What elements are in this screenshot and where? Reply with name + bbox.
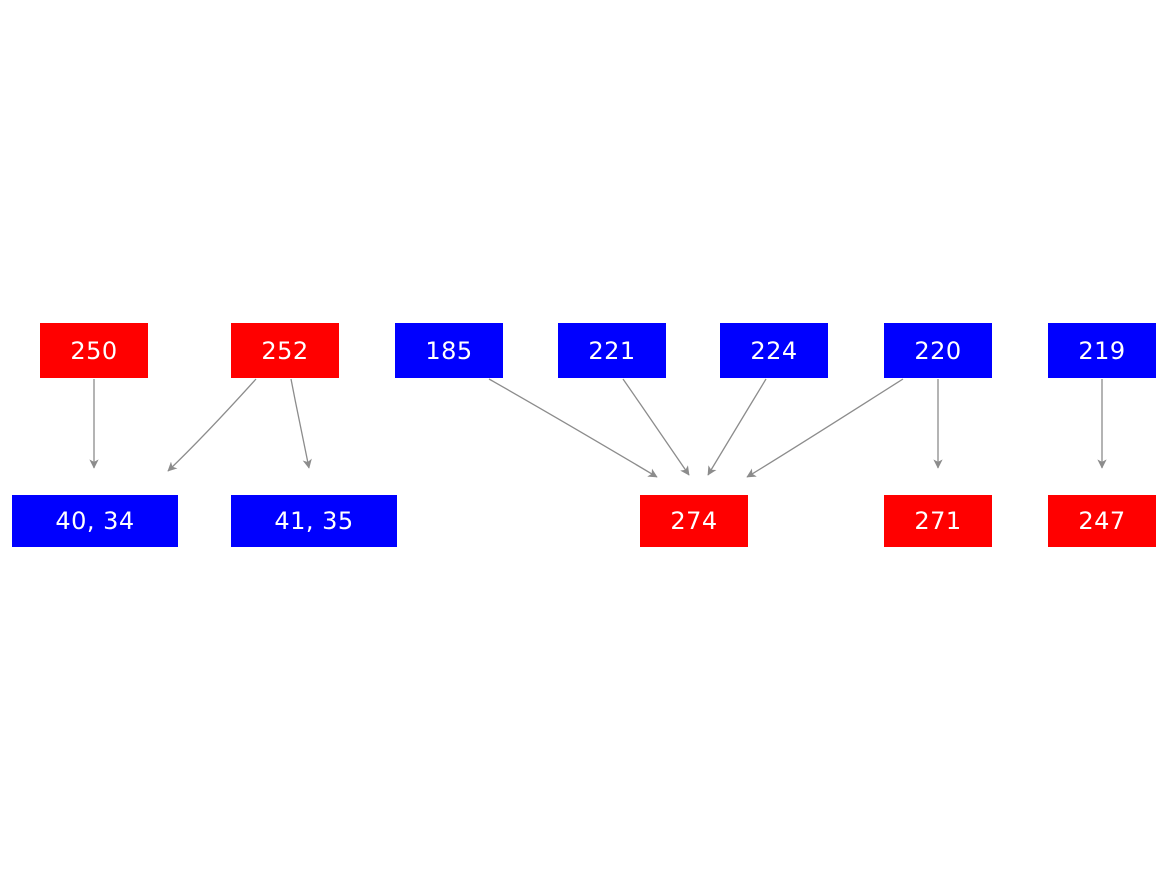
node-label: 274 [670,507,718,535]
node-n4135[interactable]: 41, 35 [231,495,397,547]
edge-n185-to-n274 [488,378,658,478]
node-n274[interactable]: 274 [640,495,748,547]
node-n252[interactable]: 252 [231,323,339,378]
node-label: 185 [425,336,473,365]
node-n219[interactable]: 219 [1048,323,1156,378]
node-label: 219 [1078,336,1126,365]
node-n4034[interactable]: 40, 34 [12,495,178,547]
node-label: 247 [1078,507,1126,535]
node-label: 271 [914,507,962,535]
node-n247[interactable]: 247 [1048,495,1156,547]
edge-n220-to-n274 [746,378,904,478]
node-n221[interactable]: 221 [558,323,666,378]
node-label: 220 [914,336,962,365]
node-label: 41, 35 [274,507,354,535]
edge-n252-to-n4034 [167,378,257,472]
edges-group [89,378,1107,478]
node-n185[interactable]: 185 [395,323,503,378]
node-label: 221 [588,336,636,365]
node-n250[interactable]: 250 [40,323,148,378]
node-label: 252 [261,336,309,365]
node-label: 40, 34 [55,507,135,535]
node-label: 224 [750,336,798,365]
node-label: 250 [70,336,118,365]
edge-n224-to-n274 [707,378,767,476]
edge-n252-to-n4135 [290,378,312,469]
node-n224[interactable]: 224 [720,323,828,378]
node-n220[interactable]: 220 [884,323,992,378]
node-n271[interactable]: 271 [884,495,992,547]
edge-n221-to-n274 [622,378,690,476]
